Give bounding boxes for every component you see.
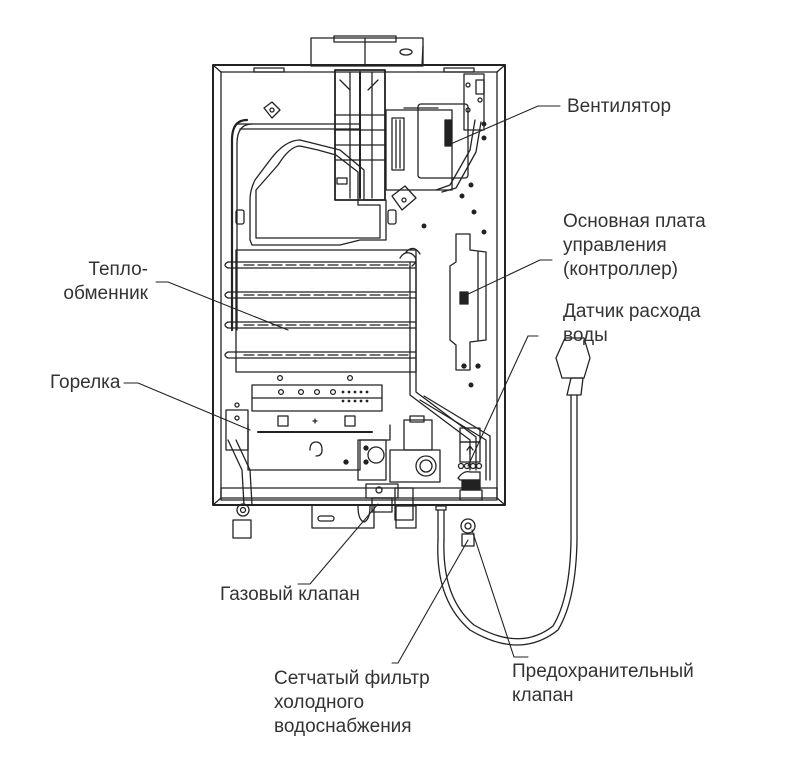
leader-heat-exchanger — [155, 281, 289, 331]
fan-motor — [385, 103, 482, 193]
label-burner: Горелка — [50, 371, 120, 395]
label-control-board-line-3: (контроллер) — [563, 259, 678, 280]
label-water-filter-line-2: холодного — [274, 692, 365, 713]
label-heat-exchanger-line-2: обменник — [63, 283, 148, 304]
label-safety-valve: Предохранительный клапан — [512, 660, 694, 708]
heat-exchanger — [224, 247, 491, 481]
label-fan: Вентилятор — [567, 95, 671, 119]
label-flow-sensor-line-1: Датчик расхода — [563, 301, 701, 322]
label-safety-valve-line-1: Предохранительный — [512, 661, 694, 682]
label-water-filter-line-1: Сетчатый фильтр — [274, 668, 430, 689]
fan-bracket — [391, 185, 417, 211]
exhaust-hood — [230, 101, 397, 332]
fan-duct — [334, 69, 386, 201]
label-heat-exchanger-line-1: Тепло- — [88, 259, 148, 280]
label-gas-valve-line-1: Газовый клапан — [220, 584, 360, 605]
leader-control-board — [463, 259, 553, 297]
flow-sensor — [457, 427, 483, 501]
left-pipe — [227, 439, 253, 539]
leader-safety-valve — [471, 529, 529, 658]
water-inlet — [435, 505, 476, 547]
gas-valve-assembly — [311, 415, 441, 529]
leader-gas-valve — [297, 503, 379, 585]
leader-lines — [123, 105, 561, 664]
burner — [225, 374, 391, 471]
flue-collar — [310, 35, 424, 67]
leader-burner — [123, 382, 251, 431]
control-board — [449, 233, 487, 371]
relay-strip — [463, 73, 487, 131]
label-gas-valve: Газовый клапан — [220, 583, 360, 607]
label-heat-exchanger: Тепло- обменник — [40, 258, 148, 306]
label-water-filter: Сетчатый фильтр холодного водоснабжения — [274, 667, 430, 739]
casing — [212, 64, 506, 506]
label-control-board: Основная плата управления (контроллер) — [563, 210, 706, 282]
label-flow-sensor: Датчик расхода воды — [563, 300, 701, 348]
leader-fan — [445, 105, 561, 147]
label-safety-valve-line-2: клапан — [512, 685, 574, 706]
flexible-hose — [437, 337, 591, 646]
panel-screws — [421, 135, 487, 388]
label-water-filter-line-3: водоснабжения — [274, 716, 412, 737]
label-control-board-line-1: Основная плата — [563, 211, 706, 232]
label-burner-line-1: Горелка — [50, 372, 121, 393]
label-flow-sensor-line-2: воды — [563, 325, 608, 346]
leader-flow-sensor — [467, 335, 539, 467]
label-control-board-line-2: управления — [563, 235, 667, 256]
label-fan-line-1: Вентилятор — [567, 96, 672, 117]
leader-filter — [391, 539, 469, 664]
